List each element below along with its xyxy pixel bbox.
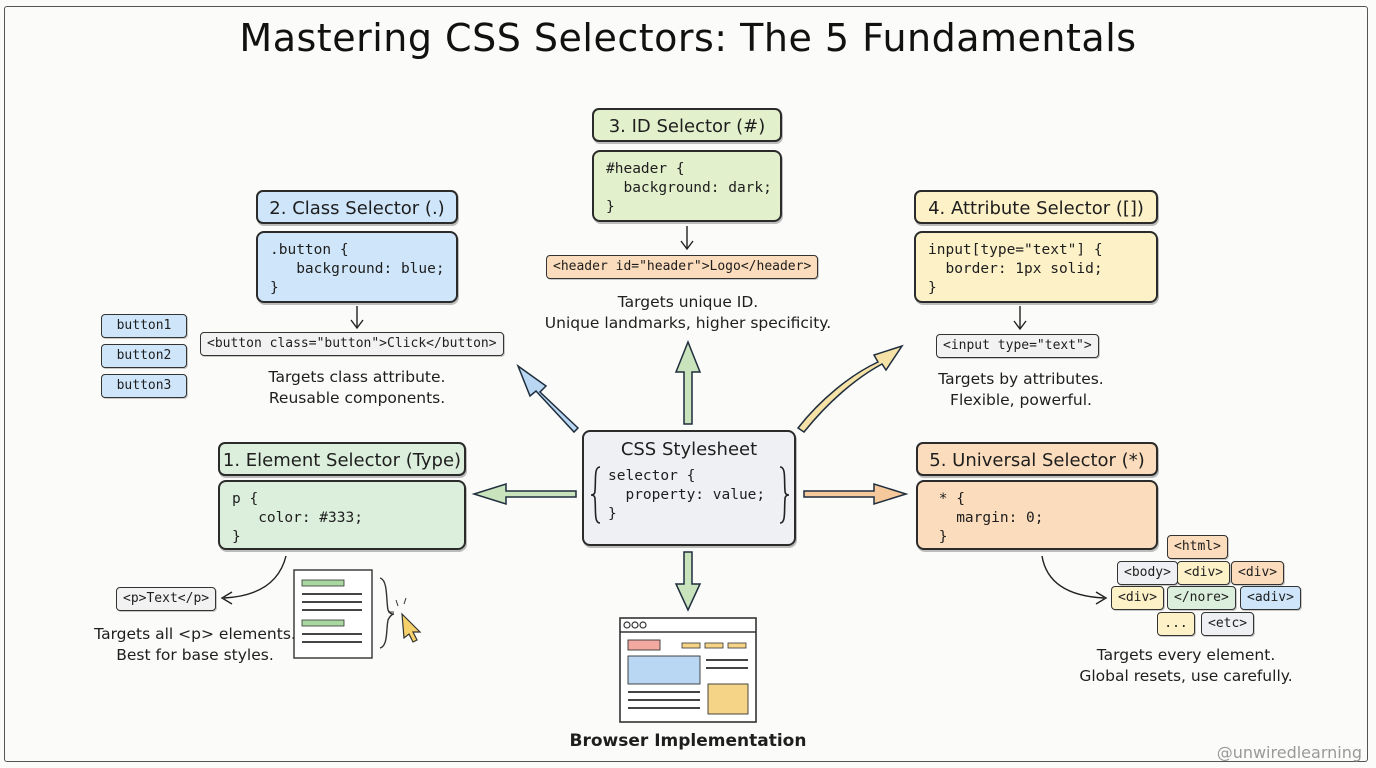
- element-code-arrow: [223, 555, 287, 599]
- description-line: Targets by attributes.: [938, 370, 1104, 388]
- code-line: }: [930, 529, 948, 545]
- id-selector-header: 3. ID Selector (#): [592, 108, 782, 142]
- sample-button-1: button1: [101, 314, 187, 338]
- right-brace-icon: [779, 466, 790, 524]
- code-line: }: [232, 529, 241, 545]
- sample-button-2: button2: [101, 344, 187, 368]
- universal-code-arrow: [1041, 555, 1105, 599]
- code-line: #header {: [606, 161, 685, 177]
- stylesheet-title: CSS Stylesheet: [620, 439, 758, 460]
- code-line: * {: [930, 491, 965, 507]
- diagram-frame: [4, 6, 1368, 762]
- code-line: border: 1px solid;: [928, 261, 1103, 277]
- code-line: .button {: [270, 242, 349, 258]
- universal-selector-header: 5. Universal Selector (*): [916, 442, 1158, 476]
- description-line: Flexible, powerful.: [950, 391, 1092, 409]
- dom-tag: <div>: [1231, 561, 1285, 585]
- sample-button-3: button3: [101, 374, 187, 398]
- dom-tag: </nore>: [1167, 586, 1236, 610]
- page-title: Mastering CSS Selectors: The 5 Fundament…: [239, 16, 1137, 60]
- description-line: Targets all <p> elements.: [94, 625, 296, 643]
- arrow-to-element: [471, 482, 577, 506]
- class-description: Targets class attribute. Reusable compon…: [232, 367, 482, 409]
- dom-tag: <div>: [1177, 561, 1231, 585]
- dom-tag: ...: [1157, 612, 1195, 636]
- code-line: input[type="text"] {: [928, 242, 1103, 258]
- code-line: margin: 0;: [930, 510, 1044, 526]
- universal-description: Targets every element. Global resets, us…: [1056, 645, 1316, 687]
- browser-implementation-label: Browser Implementation: [569, 731, 807, 751]
- credit-watermark: @unwiredlearning: [1216, 743, 1362, 762]
- id-selector-code: #header { background: dark; }: [592, 150, 782, 222]
- element-description: Targets all <p> elements. Best for base …: [70, 624, 320, 666]
- code-line: }: [606, 199, 615, 215]
- description-line: Best for base styles.: [116, 646, 274, 664]
- code-line: }: [608, 506, 617, 522]
- element-example-tag: <p>Text</p>: [116, 587, 217, 611]
- attribute-example-tag: <input type="text">: [936, 334, 1099, 358]
- dom-tag: <etc>: [1201, 612, 1255, 636]
- arrow-to-class: [516, 363, 580, 434]
- id-example-tag: <header id="header">Logo</header>: [546, 255, 819, 279]
- attribute-description: Targets by attributes. Flexible, powerfu…: [896, 369, 1146, 411]
- dom-tag: <html>: [1167, 535, 1228, 559]
- class-selector-code: .button { background: blue; }: [256, 231, 458, 303]
- attribute-selector-code: input[type="text"] { border: 1px solid; …: [914, 231, 1158, 303]
- element-selector-code: p { color: #333; }: [218, 480, 466, 550]
- dom-tag: <body>: [1117, 561, 1178, 585]
- code-line: background: dark;: [606, 180, 772, 196]
- universal-selector-code: * { margin: 0; }: [916, 480, 1158, 550]
- description-line: Targets class attribute.: [268, 368, 446, 386]
- description-line: Unique landmarks, higher specificity.: [544, 314, 832, 332]
- dom-tag: <adiv>: [1240, 586, 1301, 610]
- code-line: background: blue;: [270, 261, 445, 277]
- dom-tag: <div>: [1111, 586, 1165, 610]
- class-example-tag: <button class="button">Click</button>: [200, 332, 504, 356]
- code-line: }: [270, 280, 279, 296]
- attribute-selector-header: 4. Attribute Selector ([]): [914, 190, 1158, 224]
- description-line: Reusable components.: [268, 389, 446, 407]
- description-line: Targets unique ID.: [617, 293, 759, 311]
- arrow-to-attribute: [796, 344, 904, 434]
- arrow-to-id: [674, 339, 702, 425]
- code-line: }: [928, 280, 937, 296]
- code-line: property: value;: [608, 487, 766, 503]
- code-line: color: #333;: [232, 510, 363, 526]
- class-selector-header: 2. Class Selector (.): [256, 190, 458, 224]
- id-description: Targets unique ID. Unique landmarks, hig…: [528, 292, 848, 334]
- description-line: Targets every element.: [1096, 646, 1276, 664]
- arrow-to-browser: [674, 551, 702, 612]
- element-selector-header: 1. Element Selector (Type): [218, 442, 466, 476]
- code-line: selector {: [608, 468, 696, 484]
- code-line: p {: [232, 491, 259, 507]
- left-brace-icon: [590, 466, 601, 524]
- css-stylesheet-box: CSS Stylesheet selector { property: valu…: [582, 430, 796, 546]
- description-line: Global resets, use carefully.: [1079, 667, 1293, 685]
- arrow-to-universal: [803, 482, 909, 506]
